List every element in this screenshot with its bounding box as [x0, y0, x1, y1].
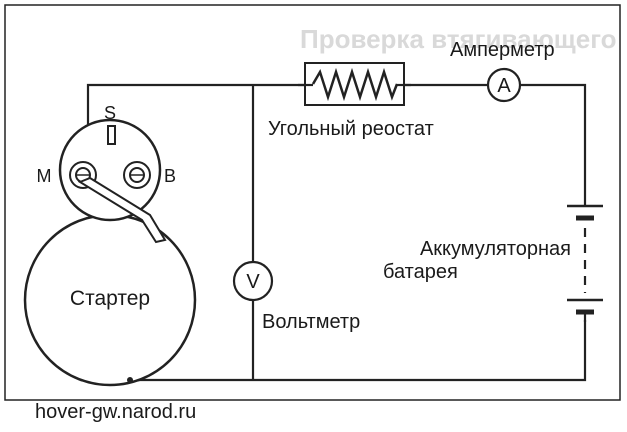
solenoid-relay — [58, 118, 167, 244]
voltmeter-label: Вольтметр — [262, 311, 360, 333]
wire-bottom — [130, 320, 587, 382]
battery-label-line2: батарея — [383, 261, 458, 283]
ammeter-label: Амперметр — [450, 39, 555, 61]
carbon-rheostat — [298, 62, 411, 106]
watermark-text: hover-gw.narod.ru — [35, 401, 196, 423]
voltmeter-symbol: V — [246, 271, 260, 293]
rheostat-label: Угольный реостат — [268, 118, 434, 140]
starter-label: Стартер — [70, 287, 150, 310]
diagram-frame — [4, 4, 621, 401]
voltmeter: V — [232, 260, 274, 302]
battery-symbol — [567, 204, 603, 322]
ammeter: A — [486, 67, 522, 103]
background-bleed-text: Проверка втягивающего — [300, 24, 617, 54]
battery-label-line1: Аккумуляторная — [420, 238, 571, 260]
terminal-b-label: B — [164, 166, 176, 186]
background-title: Проверка втягивающего — [300, 24, 617, 54]
terminal-m-label: M — [37, 166, 52, 186]
ammeter-symbol: A — [497, 75, 511, 97]
wire-ammeter-battery — [520, 83, 587, 205]
terminal-s-label: S — [104, 103, 116, 123]
